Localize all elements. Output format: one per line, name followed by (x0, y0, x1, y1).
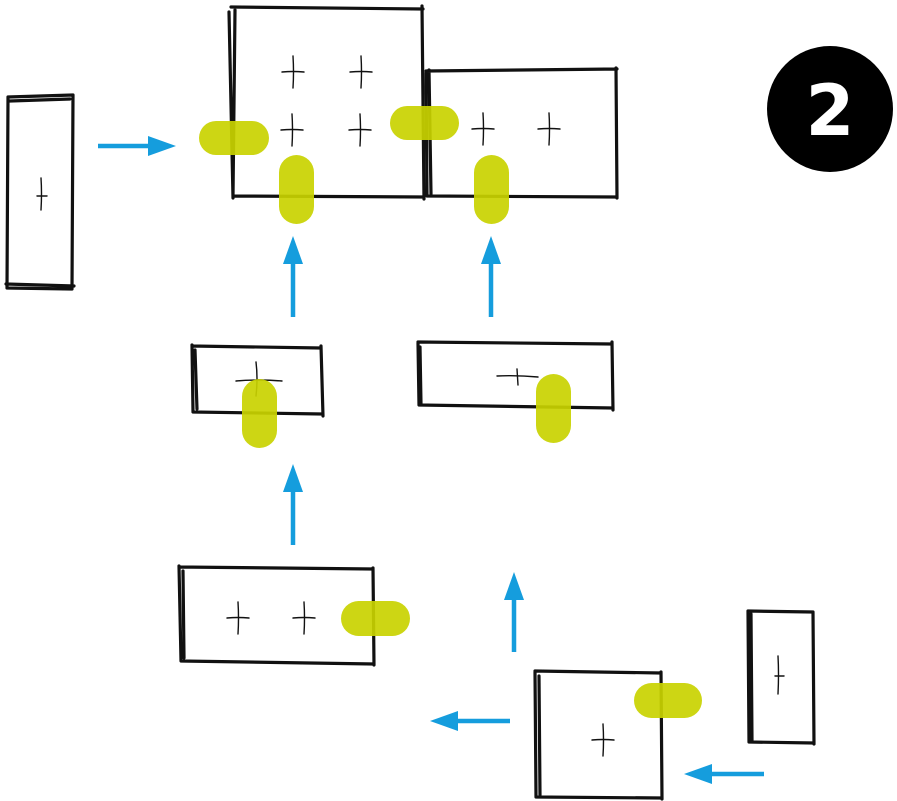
connector-middle-left-bottom (242, 379, 277, 448)
panel-left-tall (4, 93, 76, 291)
connector-top-right-bottom (474, 155, 509, 224)
cross-mark (537, 112, 561, 146)
cross-mark (496, 368, 539, 386)
connector-between-top-panels (390, 106, 459, 140)
connector-bottom-center-right (634, 683, 702, 718)
connector-bottom-left-right (341, 601, 410, 636)
cross-mark (281, 55, 305, 89)
connector-middle-right-bottom (536, 374, 571, 443)
cross-mark (226, 601, 250, 635)
cross-mark (774, 655, 785, 695)
arrow-up-from-bottom-center (504, 572, 524, 652)
panel-bottom-left (177, 564, 376, 667)
step-badge-circle (767, 46, 893, 172)
step-badge-number: 2 (806, 70, 855, 152)
cross-mark (280, 113, 304, 147)
cross-mark (36, 177, 48, 211)
connector-top-large-bottom (279, 155, 314, 224)
cross-mark (349, 55, 373, 89)
cross-mark (471, 112, 495, 146)
arrow-left-from-bottom-center (430, 711, 510, 731)
panel-bottom-right-tall (746, 609, 816, 746)
arrow-right-into-top-large (98, 136, 176, 156)
cross-mark (292, 601, 316, 635)
cross-mark (591, 723, 615, 757)
panel-middle-right (416, 340, 615, 412)
panel-bottom-center (533, 669, 664, 801)
cross-mark (348, 113, 372, 147)
arrow-up-into-top-large (283, 236, 303, 317)
connector-top-large-left (199, 121, 269, 155)
arrow-up-into-middle-left (283, 464, 303, 545)
panel-top-large (227, 4, 426, 201)
step-badge: 2 (767, 46, 893, 172)
arrow-up-into-top-right (481, 236, 501, 317)
arrow-left-into-bottom-center (684, 764, 764, 784)
